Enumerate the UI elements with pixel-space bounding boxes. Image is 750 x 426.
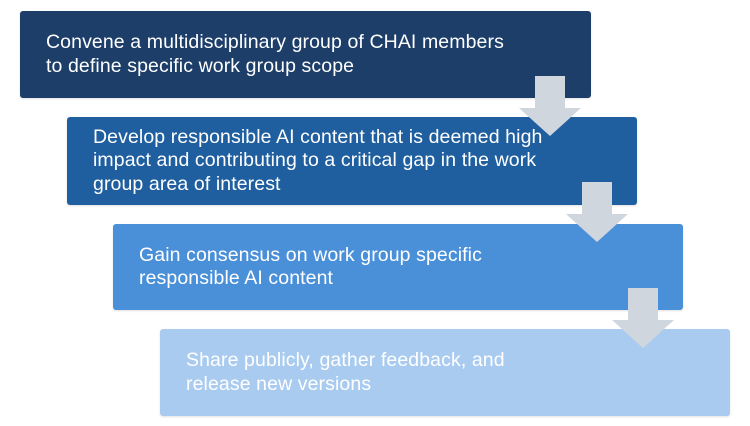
step-1-box: Convene a multidisciplinary group of CHA… bbox=[20, 11, 591, 98]
down-arrow-icon bbox=[519, 76, 581, 136]
step-1-text: Convene a multidisciplinary group of CHA… bbox=[46, 31, 504, 77]
step-4-box: Share publicly, gather feedback, and rel… bbox=[160, 329, 730, 416]
step-3-box: Gain consensus on work group specific re… bbox=[113, 224, 683, 310]
down-arrow-icon bbox=[612, 288, 674, 348]
step-2-box: Develop responsible AI content that is d… bbox=[67, 117, 637, 205]
step-2-text: Develop responsible AI content that is d… bbox=[93, 125, 543, 195]
step-3-text: Gain consensus on work group specific re… bbox=[139, 243, 482, 290]
down-arrow-icon bbox=[566, 182, 628, 242]
step-4-text: Share publicly, gather feedback, and rel… bbox=[186, 349, 505, 395]
